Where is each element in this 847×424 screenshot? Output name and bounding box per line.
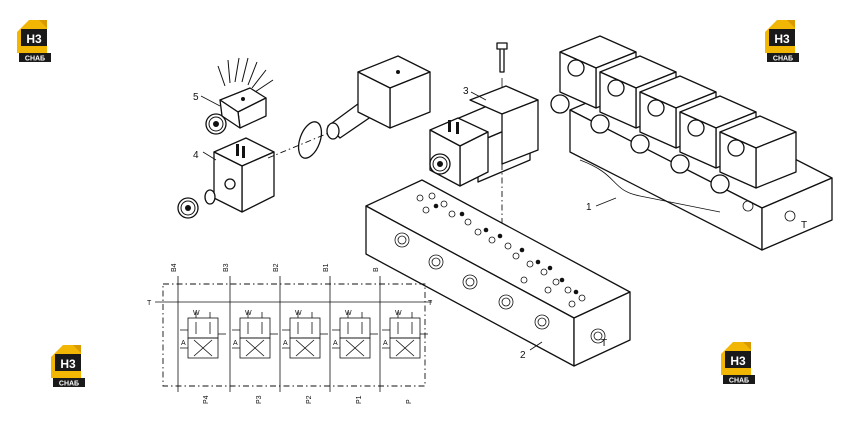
svg-text:A: A — [333, 340, 338, 347]
mounted-valve: 3 — [429, 42, 539, 240]
svg-text:W: W — [193, 310, 200, 317]
svg-text:B: B — [373, 267, 380, 272]
brand-logo-top-right: H3 СНАБ — [765, 20, 799, 63]
valve-stack-assembly: T — [550, 35, 833, 251]
svg-text:H3: H3 — [60, 357, 76, 371]
valve-tube-and-body — [267, 55, 431, 159]
manifold-block: T 2 — [365, 179, 631, 367]
svg-text:B2: B2 — [273, 263, 280, 272]
brand-logo-bottom-left: H3 СНАБ — [51, 345, 85, 388]
svg-text:T: T — [801, 220, 807, 231]
svg-text:P: P — [406, 399, 413, 404]
svg-text:T: T — [147, 300, 152, 307]
svg-text:СНАБ: СНАБ — [773, 56, 793, 63]
svg-text:СНАБ: СНАБ — [59, 381, 79, 388]
svg-text:2: 2 — [520, 350, 526, 361]
svg-text:P1: P1 — [356, 395, 363, 404]
brand-logo-top-left: H3 СНАБ — [17, 20, 51, 63]
svg-text:T: T — [428, 300, 433, 307]
svg-text:W: W — [345, 310, 352, 317]
svg-text:W: W — [245, 310, 252, 317]
svg-text:A: A — [181, 340, 186, 347]
svg-text:СНАБ: СНАБ — [729, 378, 749, 385]
svg-text:B4: B4 — [171, 263, 178, 272]
svg-text:B1: B1 — [323, 263, 330, 272]
svg-text:P3: P3 — [256, 395, 263, 404]
svg-text:P4: P4 — [203, 395, 210, 404]
svg-text:5: 5 — [193, 92, 199, 103]
svg-text:W: W — [395, 310, 402, 317]
svg-text:A: A — [383, 340, 388, 347]
brand-logo-bottom-right: H3 СНАБ — [721, 342, 755, 385]
svg-text:W: W — [295, 310, 302, 317]
svg-text:T: T — [601, 338, 607, 349]
svg-text:A: A — [233, 340, 238, 347]
svg-text:B3: B3 — [223, 263, 230, 272]
connector-plug-assembly: 5 — [193, 57, 274, 135]
solenoid-coil: 4 — [177, 137, 275, 219]
svg-text:1: 1 — [586, 202, 592, 213]
svg-text:A: A — [283, 340, 288, 347]
svg-text:H3: H3 — [774, 32, 790, 46]
svg-text:H3: H3 — [26, 32, 42, 46]
svg-text:СНАБ: СНАБ — [25, 56, 45, 63]
hydraulic-schematic: T T B4 B3 B2 B1 B P4 P3 P2 P1 P W W W W … — [147, 263, 433, 404]
svg-text:P2: P2 — [306, 395, 313, 404]
svg-text:3: 3 — [463, 86, 469, 97]
svg-text:4: 4 — [193, 150, 199, 161]
svg-text:H3: H3 — [730, 354, 746, 368]
